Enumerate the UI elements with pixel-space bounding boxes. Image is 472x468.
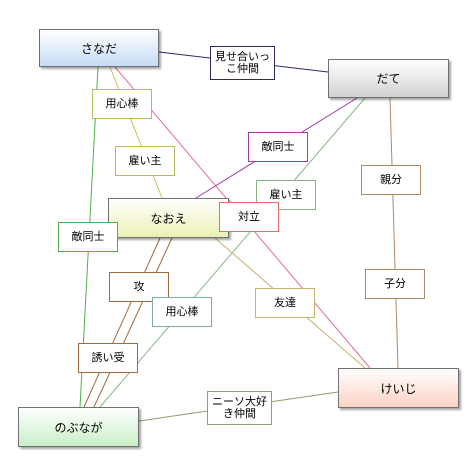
edge-label-tekidoushi-1[interactable]: 敵同士: [248, 132, 308, 162]
edge-naoe-nobunaga-1: [83, 237, 161, 408]
edge-label-yatoinushi-1[interactable]: 雇い主: [115, 146, 175, 176]
edge-sanada-naoe: [109, 66, 163, 199]
edge-label-tomodachi[interactable]: 友達: [255, 288, 315, 318]
node-sanada[interactable]: さなだ: [39, 29, 159, 67]
edge-label-youjinbou-1[interactable]: 用心棒: [92, 89, 152, 119]
edge-naoe-nobunaga-2: [93, 237, 173, 408]
edge-label-youjinbou-2[interactable]: 用心棒: [152, 297, 212, 327]
node-keiji[interactable]: けいじ: [338, 368, 459, 408]
edge-label-kobun[interactable]: 子分: [365, 269, 425, 299]
node-date[interactable]: だて: [328, 59, 449, 98]
edge-label-oyabun[interactable]: 親分: [361, 165, 421, 195]
node-naoe[interactable]: なおえ: [108, 198, 229, 238]
edge-label-tairitsu[interactable]: 対立: [219, 202, 279, 232]
edge-date-nobunaga: [99, 97, 366, 408]
edge-label-misegai[interactable]: 見せ合いっ こ仲間: [210, 46, 275, 80]
edge-date-keiji: [389, 97, 399, 369]
edge-label-sasoiuke[interactable]: 誘い受: [78, 343, 138, 373]
edge-label-neeso[interactable]: ニーソ大好 き仲間: [207, 391, 272, 425]
edge-label-tekidoushi-2[interactable]: 敵同士: [58, 222, 118, 252]
node-nobunaga[interactable]: のぶなが: [18, 407, 139, 447]
